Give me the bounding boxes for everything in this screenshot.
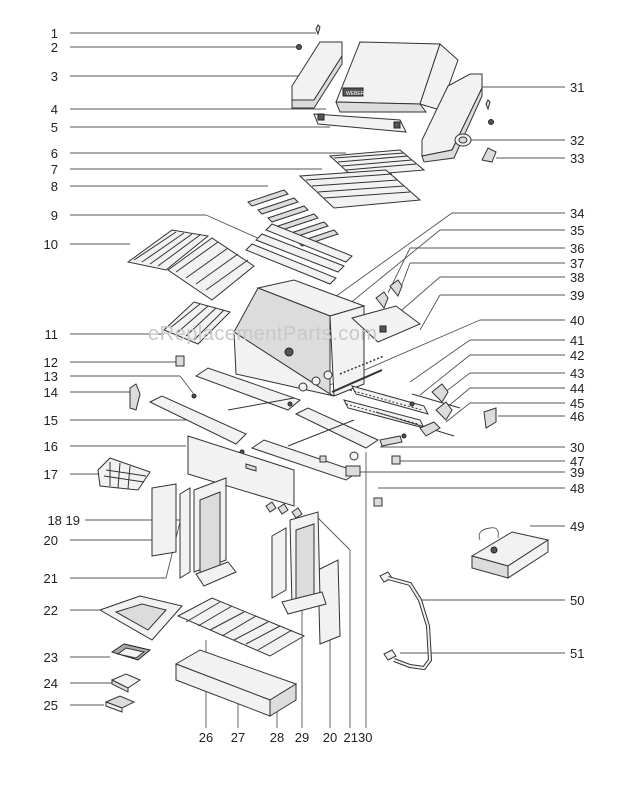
callout-27: 27: [231, 730, 245, 745]
part-small-hardware: [319, 435, 403, 507]
leader-lines: [70, 32, 346, 706]
part-screws-right: [485, 99, 494, 125]
callout-21-30-bottom: 2130: [344, 730, 373, 745]
part-thermometer: [454, 133, 472, 147]
part-back-panel: [187, 435, 295, 507]
callout-47: 47: [570, 454, 584, 469]
callout-6: 6: [51, 146, 58, 161]
part-control-module: [470, 527, 550, 579]
callout-42: 42: [570, 348, 584, 363]
part-legs-left: [179, 477, 237, 587]
callout-5: 5: [51, 120, 58, 135]
callout-25: 25: [44, 698, 58, 713]
callout-10: 10: [44, 237, 58, 252]
part-gas-hose: [379, 571, 433, 671]
callout-44: 44: [570, 381, 584, 396]
part-screws-top: [296, 24, 321, 50]
part-side-panel-right: [317, 559, 341, 645]
callout-38: 38: [570, 270, 584, 285]
callout-22: 22: [44, 603, 58, 618]
callout-46: 46: [570, 409, 584, 424]
callout-31: 31: [570, 80, 584, 95]
callout-13: 13: [44, 369, 58, 384]
callout-35: 35: [570, 223, 584, 238]
part-lid: WEBER: [335, 41, 459, 113]
callout-2: 2: [51, 40, 58, 55]
callout-41: 41: [570, 333, 584, 348]
part-catch-pan: [110, 673, 142, 693]
callout-4: 4: [51, 102, 58, 117]
part-warming-rack: [163, 301, 231, 345]
part-manifold-panel: [350, 279, 421, 343]
callout-23: 23: [44, 650, 58, 665]
callout-30-right: 30: [570, 440, 584, 455]
callout-24: 24: [44, 676, 58, 691]
callout-39-top: 39: [570, 288, 584, 303]
callout-33: 33: [570, 151, 584, 166]
part-cookbox: [233, 279, 366, 397]
part-grates-left: [126, 229, 255, 301]
callout-labels: 1 2 3 4 5 6 7 8 9 10 11 12 13 14 15 16 1…: [44, 26, 585, 745]
callout-34: 34: [570, 206, 584, 221]
callout-29: 29: [295, 730, 309, 745]
callout-26: 26: [199, 730, 213, 745]
callout-51: 51: [570, 646, 584, 661]
callout-36: 36: [570, 241, 584, 256]
part-side-panel-left: [151, 483, 177, 557]
part-left-end-cap: [291, 41, 343, 109]
watermark: eReplacementParts.com: [148, 323, 377, 345]
callout-8: 8: [51, 179, 58, 194]
callout-40: 40: [570, 313, 584, 328]
callout-18-19: 18 19: [47, 513, 80, 528]
callout-20-bottom: 20: [323, 730, 337, 745]
callout-16: 16: [44, 439, 58, 454]
callout-50: 50: [570, 593, 584, 608]
part-legs-right: [265, 501, 327, 615]
callout-15: 15: [44, 413, 58, 428]
callout-7: 7: [51, 162, 58, 177]
part-heat-deflectors: [245, 223, 353, 285]
part-46: [483, 407, 497, 429]
part-grease-tray: [98, 595, 183, 641]
part-burners: [331, 355, 461, 439]
callout-28: 28: [270, 730, 284, 745]
callout-48: 48: [570, 481, 584, 496]
part-bottom-panel: [174, 649, 298, 717]
part-catch-pan-holder: [110, 643, 152, 661]
callout-9: 9: [51, 208, 58, 223]
callout-12: 12: [44, 355, 58, 370]
part-bottom-rack: [176, 597, 306, 657]
callout-32: 32: [570, 133, 584, 148]
callout-37: 37: [570, 256, 584, 271]
callout-11: 11: [45, 327, 59, 342]
part-handle: [313, 113, 407, 133]
lid-logo: WEBER: [346, 91, 365, 97]
part-condiment-basket: [97, 457, 151, 491]
callout-3: 3: [51, 69, 58, 84]
part-frame-rails: [148, 367, 380, 481]
callout-14: 14: [44, 385, 58, 400]
callout-1: 1: [51, 26, 58, 41]
part-14: [129, 383, 141, 411]
callout-21-left: 21: [44, 571, 58, 586]
callout-17: 17: [44, 467, 58, 482]
callout-49: 49: [570, 519, 584, 534]
callout-20-left: 20: [44, 533, 58, 548]
part-12: [175, 355, 185, 367]
part-13: [191, 393, 197, 399]
callout-39-bottom: 39: [570, 465, 584, 480]
part-cooking-grates: [298, 149, 426, 209]
part-clip: [481, 147, 497, 163]
callout-43: 43: [570, 366, 584, 381]
part-drip-liner: [104, 695, 136, 713]
callout-45: 45: [570, 396, 584, 411]
